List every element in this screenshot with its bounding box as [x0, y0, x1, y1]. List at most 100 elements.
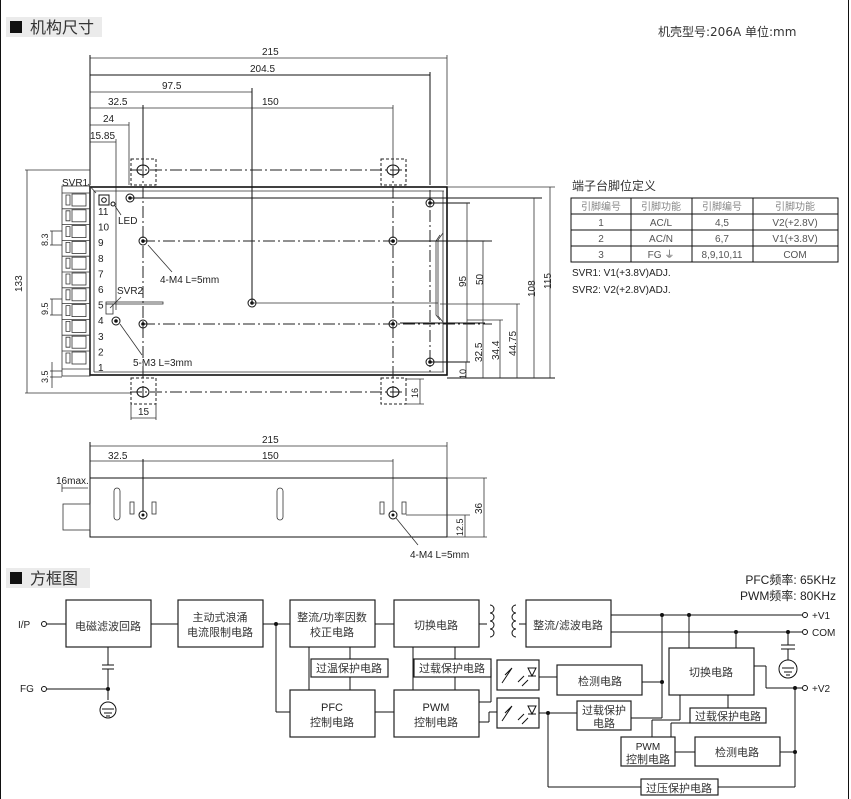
mechanical-title: 机构尺寸 — [30, 18, 94, 37]
pin-number: 5 — [98, 301, 104, 312]
mount-tab — [130, 158, 157, 186]
ovp-label: 过压保护电路 — [646, 781, 712, 795]
pin-table-cell: 1 — [598, 218, 604, 229]
ip-label: I/P — [18, 620, 31, 631]
dim-36: 36 — [474, 502, 485, 514]
svr2-note: SVR2: V2(+2.8V)ADJ. — [572, 285, 671, 296]
block-diagram-title: 方框图 — [30, 569, 78, 588]
terminal-screw — [62, 318, 90, 333]
dim-44-75: 44.75 — [508, 331, 519, 356]
pin-number: 9 — [98, 238, 104, 249]
led-icon — [110, 201, 116, 207]
terminal-screw — [62, 303, 90, 318]
pin-table-header: 引脚编号 — [702, 200, 742, 213]
case-info: 机壳型号:206A 单位:mm — [658, 24, 796, 39]
pfc-frequency: PFC频率: 65KHz — [745, 572, 836, 587]
rectifier-filter-label: 整流/滤波电路 — [533, 618, 603, 632]
olp2-label-1: 过载保护 — [582, 703, 626, 717]
side-view: 215 32.5 150 16max. 36 12.5 4-M4 L=5mm — [56, 435, 487, 561]
led-label: LED — [118, 216, 137, 227]
dim-16max: 16max. — [56, 476, 89, 487]
m3-note: 5-M3 L=3mm — [133, 358, 192, 369]
terminal-screw — [62, 239, 90, 254]
terminal-side — [62, 503, 91, 531]
svr1-label: SVR1 — [62, 178, 89, 189]
pin-number: 7 — [98, 269, 104, 280]
optocoupler-icon — [496, 659, 540, 691]
dim-32-5-v: 32.5 — [474, 342, 485, 362]
mount-tab — [380, 158, 407, 186]
screw-hole-icon — [388, 236, 398, 246]
dim-8-3: 8.3 — [40, 233, 50, 246]
dim-150: 150 — [262, 97, 279, 108]
fg-label: FG — [20, 684, 34, 695]
pin-table-cell: 6,7 — [715, 234, 729, 245]
out-com: COM — [812, 628, 835, 639]
dim-24: 24 — [103, 114, 115, 125]
svr2-label: SVR2 — [117, 286, 144, 297]
side-case — [89, 477, 448, 538]
earth-ground-icon-2 — [778, 659, 798, 679]
pin-table-title: 端子台脚位定义 — [572, 178, 656, 193]
pwm-ctrl-label-2: 控制电路 — [414, 715, 458, 729]
emi-filter-block — [65, 599, 152, 648]
screw-hole-icon — [111, 316, 121, 326]
pwm-control-block — [393, 689, 480, 738]
pfc-rectifier-block — [289, 599, 376, 648]
svr1-note: SVR1: V1(+3.8V)ADJ. — [572, 268, 671, 279]
terminal-screw — [62, 192, 90, 207]
pin-number: 10 — [98, 223, 110, 234]
bullet-square-icon — [10, 572, 22, 584]
side-dim-32-5: 32.5 — [108, 451, 128, 462]
detect-block-1 — [556, 664, 643, 696]
rectifier-filter-block — [525, 599, 612, 648]
pin-number: 8 — [98, 254, 104, 265]
pwm2-label-2: 控制电路 — [626, 752, 670, 766]
switch2-label: 切换电路 — [689, 665, 733, 679]
pin-table-header: 引脚编号 — [581, 200, 621, 213]
terminal-block — [61, 185, 91, 377]
bullet-square-icon — [10, 21, 22, 33]
dim-15: 15 — [138, 407, 150, 418]
terminal-screw — [62, 287, 90, 302]
dim-50: 50 — [475, 273, 486, 285]
dim-10: 10 — [458, 369, 468, 379]
mount-tab — [130, 377, 157, 405]
out-v1: +V1 — [812, 611, 831, 622]
pfc-control-block — [289, 689, 376, 738]
terminal-screw — [62, 224, 90, 239]
side-dim-150: 150 — [262, 451, 279, 462]
switching-block-2 — [668, 647, 755, 696]
switching-label: 切换电路 — [414, 618, 458, 632]
dim-12-5: 12.5 — [455, 518, 465, 536]
dim-34-4: 34.4 — [491, 340, 502, 360]
dim-3-5: 3.5 — [40, 370, 50, 383]
detect2-label: 检测电路 — [715, 745, 759, 759]
inrush-label-2: 电流限制电路 — [187, 625, 253, 639]
terminal-screw — [62, 350, 90, 365]
mechanical-section-header: 机构尺寸 — [6, 17, 102, 37]
screw-hole-icon — [138, 236, 148, 246]
olp2-label-2: 电路 — [593, 717, 615, 730]
pin-table-cell: FG ⏚ — [648, 249, 675, 261]
pin-number: 11 — [98, 207, 109, 218]
terminal-screw — [62, 255, 90, 270]
out-v2: +V2 — [812, 684, 831, 695]
pwm-ctrl-label-1: PWM — [423, 702, 450, 714]
pfc-rect-label-2: 校正电路 — [310, 625, 354, 639]
terminal-screw — [62, 271, 90, 286]
pin-table-cell: V2(+2.8V) — [772, 218, 817, 229]
dim-108: 108 — [527, 280, 538, 297]
side-m4-note: 4-M4 L=5mm — [410, 550, 469, 561]
pin-number: 6 — [98, 285, 104, 296]
pin-number: 2 — [98, 347, 104, 358]
pin-number: 1 — [98, 363, 104, 374]
pin-table-cell: COM — [783, 250, 806, 261]
olp3-label: 过载保护电路 — [695, 709, 761, 723]
otp-label: 过温保护电路 — [316, 661, 382, 675]
screw-hole-icon — [138, 319, 148, 329]
